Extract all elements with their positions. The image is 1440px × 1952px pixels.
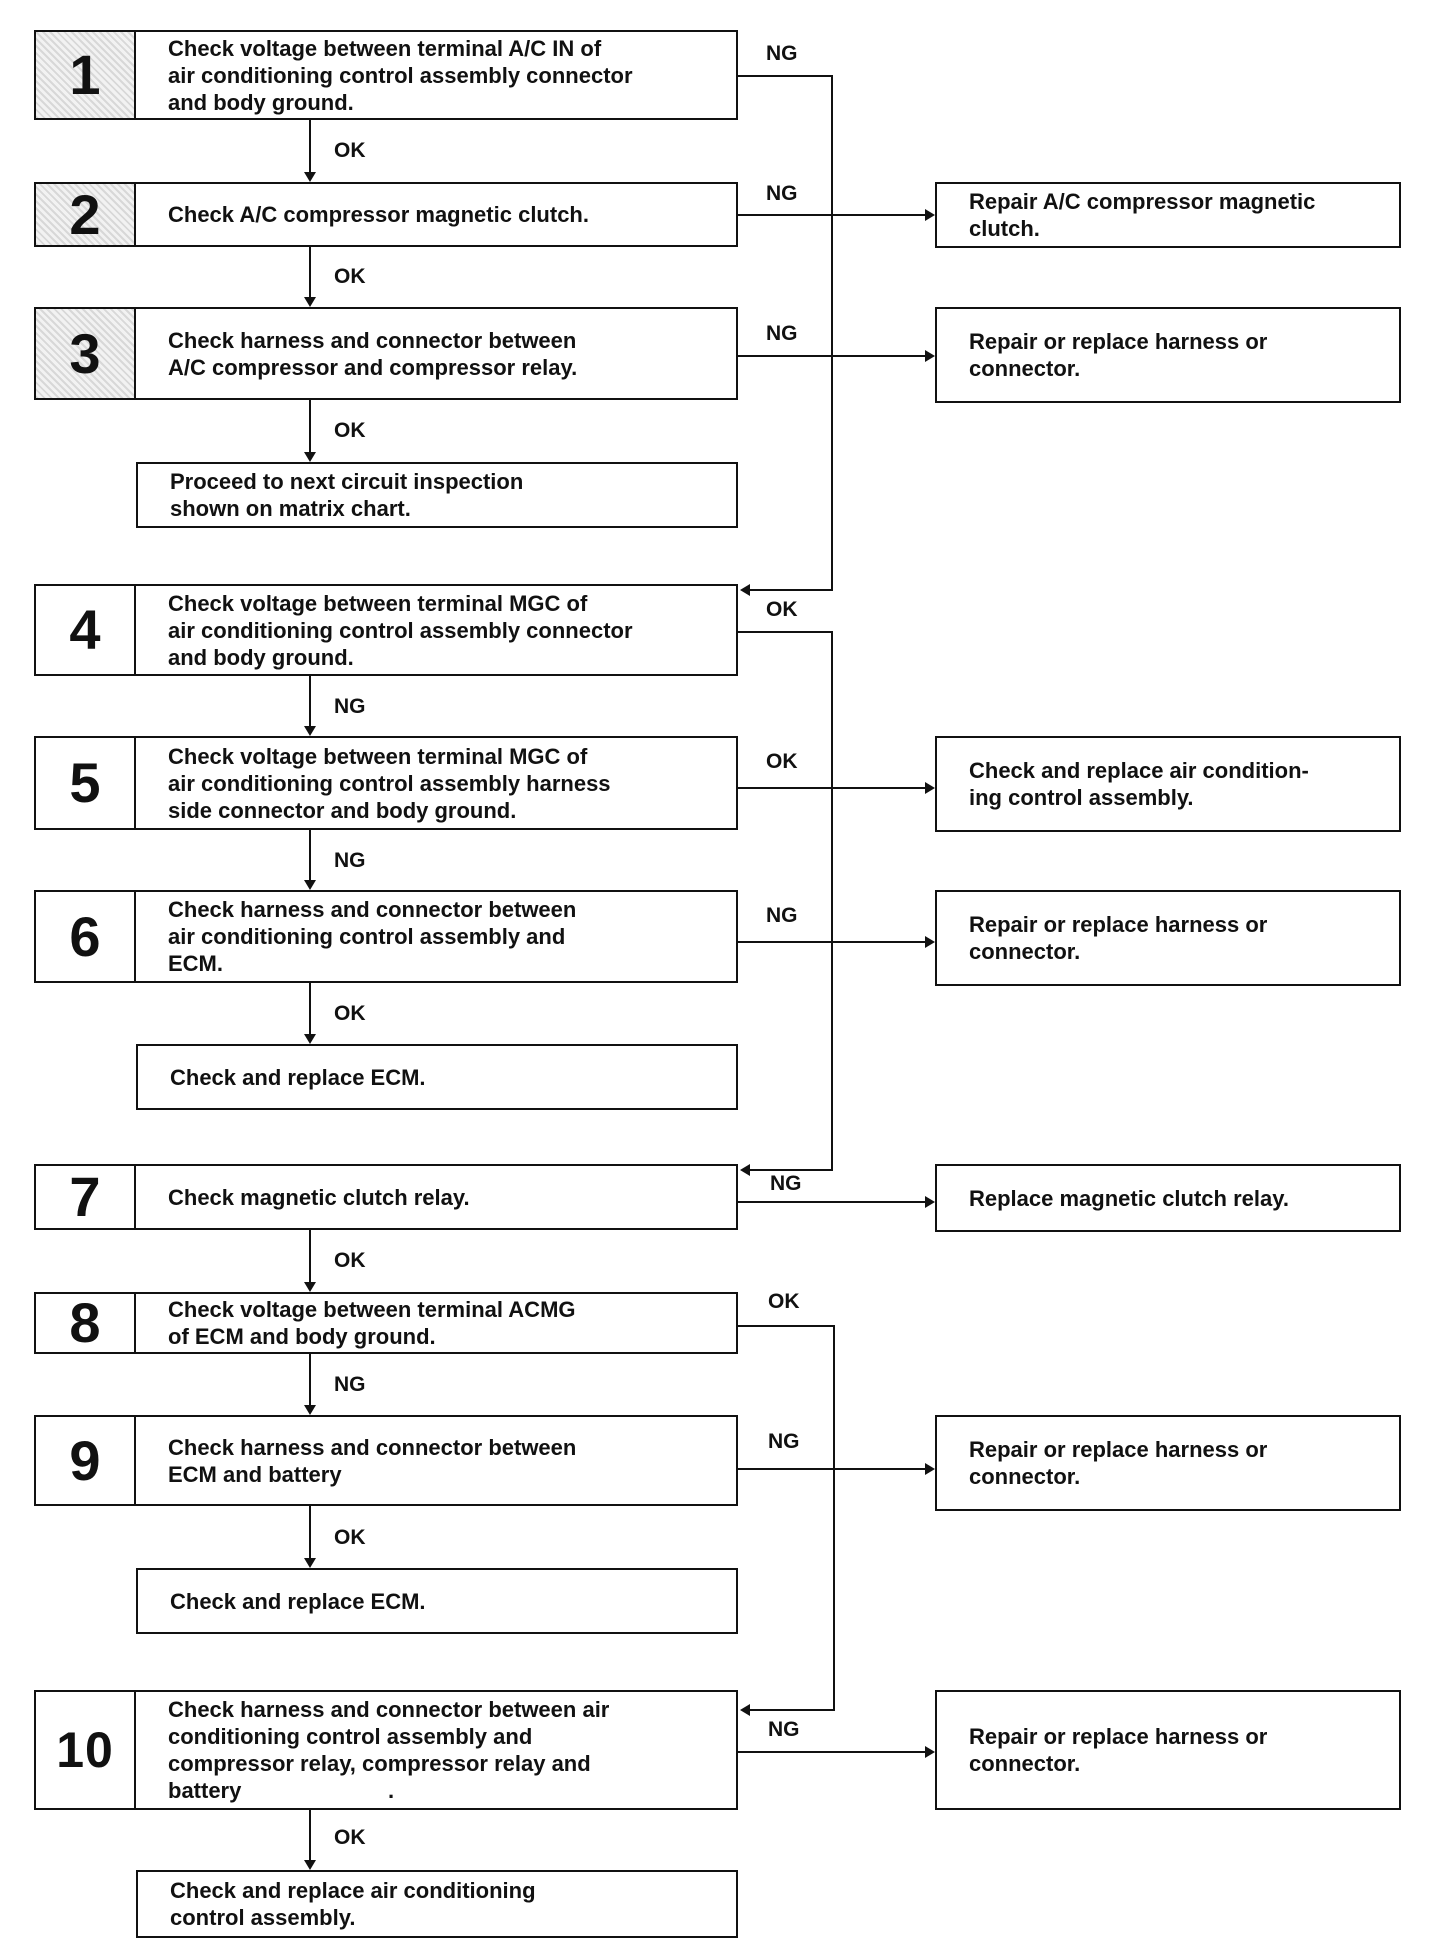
label-ok: OK xyxy=(334,1249,366,1272)
step-6-box: 6 Check harness and connector between ai… xyxy=(34,890,738,983)
step-text: Check voltage between terminal ACMG of E… xyxy=(168,1297,576,1349)
label-ok: OK xyxy=(768,1290,800,1313)
result-box-repair-harness-4: Repair or replace harness or connector. xyxy=(935,1690,1401,1810)
label-ok: OK xyxy=(334,419,366,442)
label-ng: NG xyxy=(766,322,798,345)
result-box-repair-clutch: Repair A/C compressor magnetic clutch. xyxy=(935,182,1401,248)
label-ok: OK xyxy=(334,1526,366,1549)
label-ng: NG xyxy=(766,904,798,927)
step-8-box: 8 Check voltage between terminal ACMG of… xyxy=(34,1292,738,1354)
result-text: Repair or replace harness or connector. xyxy=(969,912,1268,964)
label-ng: NG xyxy=(334,1373,366,1396)
end-text: Check and replace air conditioning contr… xyxy=(170,1878,536,1930)
step-text: Check harness and connector between A/C … xyxy=(168,327,578,380)
step-text: Check A/C compressor magnetic clutch. xyxy=(168,202,589,227)
label-ok: OK xyxy=(766,598,798,621)
label-ng: NG xyxy=(766,182,798,205)
step-number: 3 xyxy=(36,309,136,398)
step-2-box: 2 Check A/C compressor magnetic clutch. xyxy=(34,182,738,247)
end-box-replace-ecm: Check and replace ECM. xyxy=(136,1044,738,1110)
label-ok: OK xyxy=(334,1826,366,1849)
step-text: Check voltage between terminal A/C IN of… xyxy=(168,35,633,115)
step-text: Check harness and connector between air … xyxy=(168,897,577,976)
label-ng: NG xyxy=(766,42,798,65)
step-3-box: 3 Check harness and connector between A/… xyxy=(34,307,738,400)
result-box-repair-harness-1: Repair or replace harness or connector. xyxy=(935,307,1401,403)
step-text: Check harness and connector between ECM … xyxy=(168,1434,577,1487)
label-ng: NG xyxy=(768,1430,800,1453)
label-ng: NG xyxy=(334,695,366,718)
end-box-replace-ecm-2: Check and replace ECM. xyxy=(136,1568,738,1634)
result-text: Repair or replace harness or connector. xyxy=(969,1724,1268,1776)
end-text: Check and replace ECM. xyxy=(170,1064,426,1090)
step-number: 8 xyxy=(36,1294,136,1352)
step-5-box: 5 Check voltage between terminal MGC of … xyxy=(34,736,738,830)
step-number: 2 xyxy=(36,184,136,245)
step-number: 5 xyxy=(36,738,136,828)
label-ok: OK xyxy=(334,139,366,162)
step-1-box: 1 Check voltage between terminal A/C IN … xyxy=(34,30,738,120)
label-ng: NG xyxy=(770,1172,802,1195)
step-9-box: 9 Check harness and connector between EC… xyxy=(34,1415,738,1506)
step-text: Check voltage between terminal MGC of ai… xyxy=(168,590,633,670)
step-number: 7 xyxy=(36,1166,136,1228)
result-text: Replace magnetic clutch relay. xyxy=(969,1185,1289,1211)
result-box-repair-harness-3: Repair or replace harness or connector. xyxy=(935,1415,1401,1511)
label-ng: NG xyxy=(768,1718,800,1741)
end-box-proceed: Proceed to next circuit inspection shown… xyxy=(136,462,738,528)
label-ok: OK xyxy=(334,1002,366,1025)
label-ok: OK xyxy=(766,750,798,773)
result-text: Repair or replace harness or connector. xyxy=(969,329,1268,381)
label-ok: OK xyxy=(334,265,366,288)
step-number: 4 xyxy=(36,586,136,674)
result-text: Repair A/C compressor magnetic clutch. xyxy=(969,189,1316,241)
step-text: Check magnetic clutch relay. xyxy=(168,1184,470,1210)
step-number: 9 xyxy=(36,1417,136,1504)
result-box-repair-harness-2: Repair or replace harness or connector. xyxy=(935,890,1401,986)
step-number: 6 xyxy=(36,892,136,981)
step-number: 1 xyxy=(36,32,136,118)
step-text: Check voltage between terminal MGC of ai… xyxy=(168,743,611,823)
step-4-box: 4 Check voltage between terminal MGC of … xyxy=(34,584,738,676)
result-box-replace-relay: Replace magnetic clutch relay. xyxy=(935,1164,1401,1232)
step-number: 10 xyxy=(36,1692,136,1808)
result-text: Check and replace air condition- ing con… xyxy=(969,758,1309,810)
label-ng: NG xyxy=(334,849,366,872)
step-10-box: 10 Check harness and connector between a… xyxy=(34,1690,738,1810)
result-text: Repair or replace harness or connector. xyxy=(969,1437,1268,1489)
result-box-replace-ac-control: Check and replace air condition- ing con… xyxy=(935,736,1401,832)
end-text: Check and replace ECM. xyxy=(170,1588,426,1614)
end-box-replace-ac-control: Check and replace air conditioning contr… xyxy=(136,1870,738,1938)
end-text: Proceed to next circuit inspection shown… xyxy=(170,469,524,521)
step-7-box: 7 Check magnetic clutch relay. xyxy=(34,1164,738,1230)
step-text: Check harness and connector between air … xyxy=(168,1697,610,1803)
